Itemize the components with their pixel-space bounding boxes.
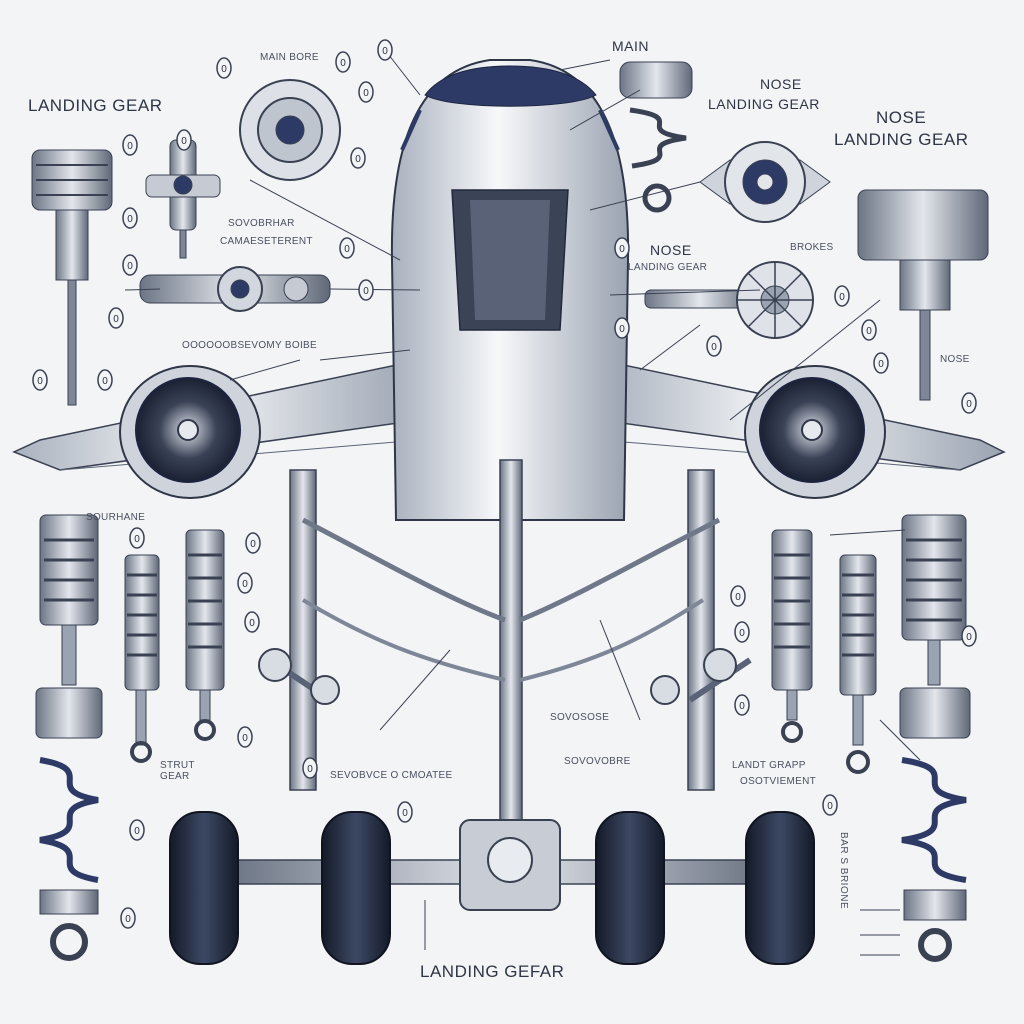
callout-marker-15: 0 (619, 244, 625, 255)
strut-part-top-left (31, 149, 113, 406)
label-shock-left: SOURHANE (86, 512, 146, 523)
callout-marker-20: 0 (878, 359, 884, 370)
callout-marker-11: 0 (363, 286, 369, 297)
callout-marker-33: 0 (739, 701, 745, 712)
fuselage (390, 59, 630, 521)
shock-absorber-left-outer (35, 514, 103, 961)
callout-marker-12: 0 (113, 314, 119, 325)
callout-markers: 0 0 0 0 0 0 0 0 0 0 0 0 0 0 0 0 0 0 0 0 0 0 0 0 0 0 0 0 0 0 0 0 0 0 0 (32, 39, 977, 929)
label-garbled-left-2: CAMAESETERENT (220, 236, 313, 247)
callout-marker-24: 0 (242, 579, 248, 590)
callout-marker-19: 0 (866, 326, 872, 337)
shock-absorber-right-inner (771, 529, 813, 743)
label-vertical-right: BAR S BRIONE (838, 832, 849, 910)
main-spring-strut-top (619, 61, 693, 213)
nose-gear-strut-right (857, 189, 989, 401)
label-main-top: MAIN (612, 38, 649, 54)
callout-marker-13: 0 (37, 376, 43, 387)
callout-marker-34: 0 (827, 801, 833, 812)
label-strut-gear: STRUT GEAR (160, 760, 195, 782)
wheel-3 (595, 811, 665, 965)
callout-marker-30: 0 (402, 808, 408, 819)
callout-marker-8: 0 (127, 214, 133, 225)
shock-absorber-left-mid (124, 554, 160, 763)
label-right-garbled-1: LANDT GRAPP (732, 760, 806, 771)
callout-marker-7: 0 (355, 154, 361, 165)
label-nose-3-line2: LANDING GEAR (628, 262, 708, 273)
callout-marker-1: 0 (221, 64, 227, 75)
label-nose-right: NOSE (940, 354, 970, 365)
engine-right (744, 365, 886, 499)
callout-marker-22: 0 (134, 534, 140, 545)
leader-lines (124, 49, 921, 956)
callout-marker-2: 0 (340, 58, 346, 69)
label-main-bore-top: MAIN BORE (260, 52, 319, 63)
callout-marker-28: 0 (134, 826, 140, 837)
callout-marker-3: 0 (382, 46, 388, 57)
shock-absorber-right-mid (839, 554, 877, 774)
label-bottom-left-garbled: SEVOBVCE O CMOATEE (330, 770, 453, 781)
main-bore-wheel-hub (239, 79, 341, 181)
label-nose-3-line1: NOSE (650, 242, 692, 258)
callout-marker-16: 0 (619, 324, 625, 335)
label-landing-gear-bottom: LANDING GEFAR (420, 962, 565, 981)
callout-marker-17: 0 (711, 342, 717, 353)
actuator-part-top-left (145, 139, 221, 259)
callout-marker-29: 0 (125, 914, 131, 925)
label-garbled-mid-left: OOOOOOBSEVOMY BOIBE (182, 340, 317, 351)
callout-marker-25: 0 (249, 618, 255, 629)
label-nose-2-line2: LANDING GEAR (834, 130, 969, 149)
callout-marker-4: 0 (363, 88, 369, 99)
callout-marker-31: 0 (735, 592, 741, 603)
callout-marker-21: 0 (966, 399, 972, 410)
callout-marker-9: 0 (344, 244, 350, 255)
main-gear-assembly (229, 459, 791, 911)
callout-marker-14: 0 (102, 376, 108, 387)
callout-marker-27: 0 (307, 764, 313, 775)
wheel-2 (321, 811, 391, 965)
callout-marker-18: 0 (839, 292, 845, 303)
wheel-1 (169, 811, 239, 965)
callout-marker-5: 0 (181, 136, 187, 147)
label-bottom-mid-2: SOVOVOBRE (564, 756, 631, 767)
label-nose-2-line1: NOSE (876, 108, 927, 127)
label-nose-1-line2: LANDING GEAR (708, 96, 820, 112)
wheel-4 (745, 811, 815, 965)
callout-marker-10: 0 (127, 261, 133, 272)
callout-marker-32: 0 (739, 628, 745, 639)
callout-marker-26: 0 (242, 733, 248, 744)
label-bottom-mid-1: SOVOSOSE (550, 712, 610, 723)
engine-left (119, 365, 261, 499)
callout-marker-6: 0 (127, 141, 133, 152)
label-nose-1-line1: NOSE (760, 76, 802, 92)
label-landing-gear-left: LANDING GEAR (28, 96, 163, 115)
callout-marker-23: 0 (250, 539, 256, 550)
callout-marker-35: 0 (966, 632, 972, 643)
label-brakes: BROKES (790, 242, 834, 253)
brake-disc (644, 261, 814, 339)
linkage-part-left (139, 266, 331, 312)
nose-gear-hub (699, 141, 831, 223)
label-garbled-left-1: SOVOBRHAR (228, 218, 295, 229)
label-right-garbled-2: OSOTVIEMENT (740, 776, 817, 787)
shock-absorber-left-inner (185, 529, 225, 741)
shock-absorber-right-outer (899, 514, 971, 962)
